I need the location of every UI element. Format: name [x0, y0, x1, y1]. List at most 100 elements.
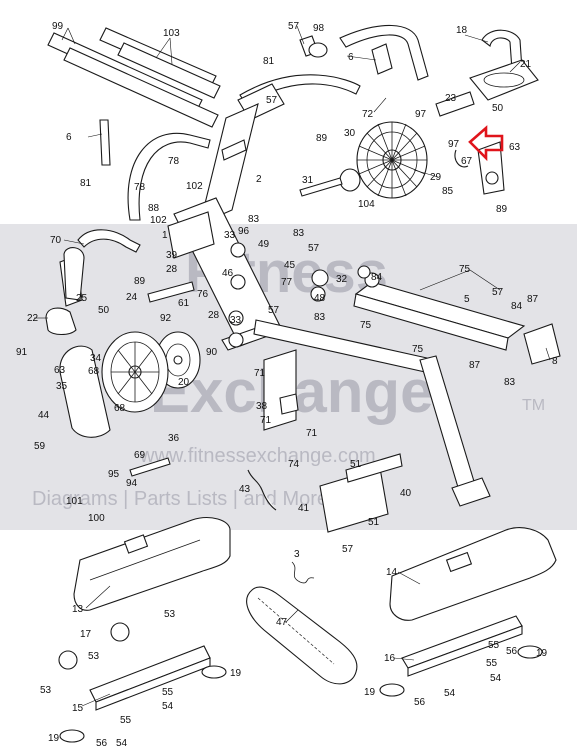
belt-guard-44	[45, 247, 111, 438]
callout: 53	[88, 651, 100, 662]
callout: 76	[197, 289, 209, 300]
callout: 44	[38, 410, 50, 421]
callout: 57	[492, 287, 504, 298]
callout: 57	[342, 544, 354, 555]
callout: 67	[461, 156, 473, 167]
lower-middle-parts	[129, 453, 403, 533]
right-stabilizer-rail	[353, 272, 561, 365]
callout: 15	[72, 703, 84, 714]
callout: 87	[469, 360, 481, 371]
callout: 70	[50, 235, 62, 246]
callout: 56	[506, 646, 518, 657]
callout: 68	[114, 403, 126, 414]
callout: 71	[254, 368, 266, 379]
callout: 56	[414, 697, 426, 708]
callout: 71	[306, 428, 318, 439]
callout: 104	[358, 199, 375, 210]
callout: 38	[256, 401, 268, 412]
callout: 47	[276, 617, 288, 628]
left-shroud-13	[73, 517, 231, 611]
callout: 55	[120, 715, 132, 726]
callout: 90	[206, 347, 218, 358]
callout: 19	[48, 733, 60, 744]
drive-belt-47	[246, 586, 358, 685]
callout: 16	[384, 653, 396, 664]
callout: 75	[360, 320, 372, 331]
callout: 54	[444, 688, 456, 699]
upper-handlebar	[199, 24, 429, 225]
callout: 91	[16, 347, 28, 358]
callout: 33	[230, 315, 242, 326]
callout: 84	[511, 301, 523, 312]
callout: 31	[302, 175, 314, 186]
callout: 32	[336, 274, 348, 285]
callout: 19	[364, 687, 376, 698]
callout: 20	[178, 377, 190, 388]
callout: 45	[284, 260, 296, 271]
callout: 68	[88, 366, 100, 377]
flywheel-29	[356, 121, 428, 199]
pedal-and-strap	[435, 29, 539, 117]
callout: 103	[163, 28, 180, 39]
callout: 55	[486, 658, 498, 669]
callout: 59	[34, 441, 46, 452]
callout: 97	[448, 139, 460, 150]
callout: 19	[536, 648, 548, 659]
callout: 77	[281, 277, 293, 288]
callout: 61	[178, 298, 190, 309]
callout: 48	[314, 293, 326, 304]
foam-grip-tubes	[47, 27, 221, 128]
watermark-tm: TM	[522, 397, 545, 414]
callout: 57	[308, 243, 320, 254]
right-shroud-14	[389, 527, 557, 621]
callout: 97	[415, 109, 427, 120]
right-base-16	[379, 615, 543, 697]
callout: 85	[442, 186, 454, 197]
callout: 57	[266, 95, 278, 106]
callout: 54	[116, 738, 128, 749]
watermark-tagline: Diagrams | Parts Lists | and More	[32, 488, 328, 510]
callout: 94	[126, 478, 138, 489]
callout: 53	[40, 685, 52, 696]
callout: 24	[126, 292, 138, 303]
callout: 83	[248, 214, 260, 225]
callout: 56	[96, 738, 108, 749]
callout: 71	[260, 415, 272, 426]
callout: 55	[488, 640, 500, 651]
callout: 5	[464, 294, 470, 305]
callout: 75	[412, 344, 424, 355]
callout: 84	[371, 272, 383, 283]
callout: 54	[490, 673, 502, 684]
crank-arm-and-bolts	[299, 141, 505, 197]
watermark-url: www.fitnessexchange.com	[139, 445, 376, 467]
callout: 25	[76, 293, 88, 304]
callout: 87	[527, 294, 539, 305]
wire-3	[291, 561, 315, 584]
callout: 88	[148, 203, 160, 214]
callout: 57	[288, 21, 300, 32]
callout: 2	[256, 174, 262, 185]
callout: 83	[314, 312, 326, 323]
callout: 19	[230, 668, 242, 679]
callout: 14	[386, 567, 398, 578]
callout: 89	[134, 276, 146, 287]
callout: 28	[166, 264, 178, 275]
callout: 72	[362, 109, 374, 120]
callout: 23	[445, 93, 457, 104]
leader-lines	[34, 25, 551, 707]
callout: 34	[90, 353, 102, 364]
callout: 33	[224, 230, 236, 241]
callout: 81	[80, 178, 92, 189]
callout: 57	[268, 305, 280, 316]
callout: 69	[134, 450, 146, 461]
callout: 99	[52, 21, 64, 32]
highlight-arrow	[468, 125, 504, 162]
callout: 49	[258, 239, 270, 250]
callout: 29	[430, 172, 442, 183]
callout: 102	[150, 215, 167, 226]
callout: 40	[400, 488, 412, 499]
callout: 36	[168, 433, 180, 444]
callout: 89	[496, 204, 508, 215]
callout: 63	[509, 142, 521, 153]
callout: 50	[492, 103, 504, 114]
